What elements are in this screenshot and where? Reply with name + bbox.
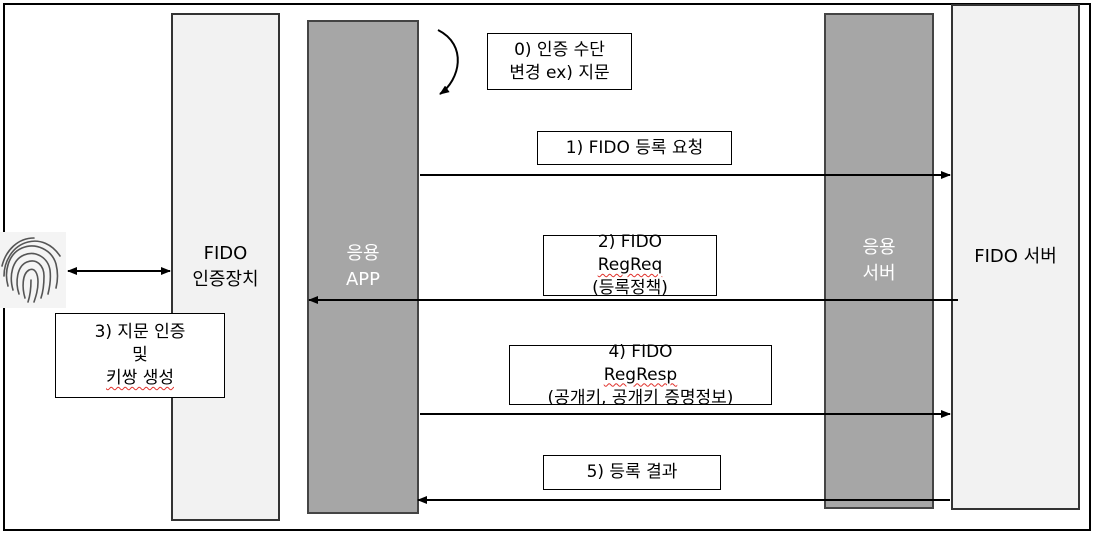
step3-line2: 및 xyxy=(132,345,148,365)
step1-label: 1) FIDO 등록 요청 xyxy=(537,131,732,165)
step5-label: 5) 등록 결과 xyxy=(543,455,721,490)
fido-authenticator-label-line1: FIDO xyxy=(203,243,248,264)
fido-authenticator-label-line2: 인증장치 xyxy=(192,269,259,290)
app-label-line2: APP xyxy=(345,269,381,290)
step2-label: 2) FIDO RegReq (등록정책) xyxy=(543,232,717,298)
step2-term: RegReq xyxy=(597,255,663,275)
step0-line2: 변경 ex) 지문 xyxy=(509,62,610,83)
fido-server-lifeline: FIDO 서버 xyxy=(951,4,1080,510)
step5-text: 5) 등록 결과 xyxy=(586,462,678,482)
step0-self-arrow xyxy=(437,29,459,95)
step4-term: RegResp xyxy=(603,364,678,385)
step3-note: 3) 지문 인증 및 키쌍 생성 xyxy=(55,313,225,398)
step3-line1: 3) 지문 인증 xyxy=(94,322,186,342)
step2-prefix: 2) FIDO xyxy=(597,232,663,252)
step4-line2: (공개키, 공개키 증명정보) xyxy=(547,387,734,408)
app-lifeline: 응용 APP xyxy=(307,20,419,514)
step4-label: 4) FIDO RegResp (공개키, 공개키 증명정보) xyxy=(509,342,772,408)
step0-line1: 0) 인증 수단 xyxy=(514,39,605,60)
step2-line2: (등록정책) xyxy=(592,278,668,298)
fingerprint-icon xyxy=(0,232,66,308)
step3-line3: 키쌍 생성 xyxy=(106,368,174,388)
step4-prefix: 4) FIDO xyxy=(608,341,673,362)
service-server-lifeline: 응용 서버 xyxy=(824,13,934,509)
service-server-label-line1: 응용 xyxy=(862,237,896,258)
service-server-label-line2: 서버 xyxy=(862,263,896,284)
step1-text: 1) FIDO 등록 요청 xyxy=(565,137,704,158)
step0-note: 0) 인증 수단 변경 ex) 지문 xyxy=(487,33,632,90)
fido-authenticator-lifeline: FIDO 인증장치 xyxy=(171,13,280,521)
fido-server-label: FIDO 서버 xyxy=(974,246,1057,267)
app-label-line1: 응용 xyxy=(346,243,380,264)
